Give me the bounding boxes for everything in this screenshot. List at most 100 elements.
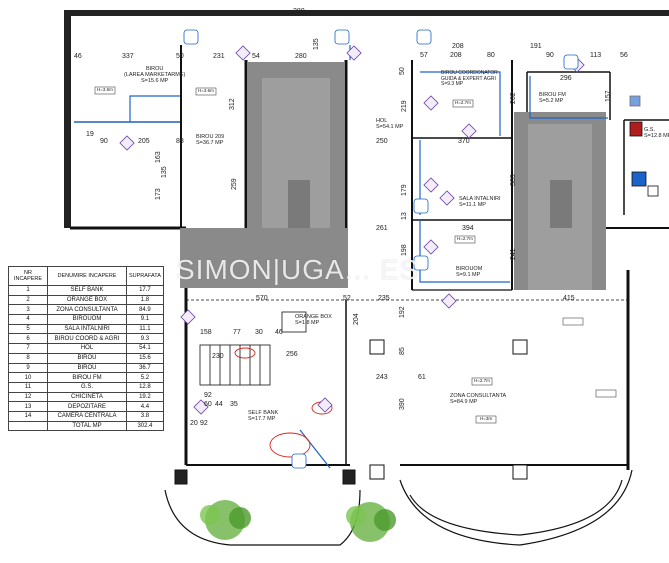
table-cell-nr: 7 bbox=[8, 343, 48, 354]
svg-text:46: 46 bbox=[275, 329, 283, 336]
svg-text:88: 88 bbox=[176, 138, 184, 145]
room-label-7: HOL S=54.1 MP bbox=[376, 118, 404, 130]
svg-text:173: 173 bbox=[155, 188, 162, 200]
room-label-11: G.S. S=12.8 MP bbox=[644, 127, 669, 139]
svg-text:61: 61 bbox=[418, 374, 426, 381]
table-total-row: TOTAL MP 302.4 bbox=[8, 420, 164, 432]
table-cell-name: SELF BANK bbox=[47, 285, 127, 296]
table-cell-area: 19.2 bbox=[126, 391, 164, 403]
table-cell-area: 15.6 bbox=[126, 352, 164, 364]
area-table: NR INCAPERE DENUMIRE INCAPERE SUPRAFATA … bbox=[8, 266, 164, 432]
table-cell-area: 9.3 bbox=[126, 333, 164, 345]
table-cell-area: 9.1 bbox=[126, 314, 164, 325]
svg-text:235: 235 bbox=[378, 295, 390, 302]
table-cell-area: 3.8 bbox=[126, 410, 164, 422]
svg-text:231: 231 bbox=[213, 53, 225, 60]
table-cell-area: 12.8 bbox=[126, 381, 164, 393]
svg-text:370: 370 bbox=[458, 138, 470, 145]
table-total-label: TOTAL MP bbox=[47, 420, 127, 432]
svg-text:157: 157 bbox=[605, 90, 612, 102]
table-cell-name: BIROU bbox=[47, 352, 127, 364]
table-cell-name: CAMERA CENTRALA bbox=[47, 410, 127, 422]
table-header-area: SUPRAFATA bbox=[126, 266, 164, 286]
svg-text:57: 57 bbox=[420, 52, 428, 59]
svg-text:280: 280 bbox=[295, 53, 307, 60]
svg-text:50: 50 bbox=[176, 53, 184, 60]
table-cell-area: 11.1 bbox=[126, 323, 164, 335]
round-tags bbox=[183, 29, 579, 469]
table-cell-nr: 3 bbox=[8, 304, 48, 316]
table-cell-area: 84.9 bbox=[126, 304, 164, 316]
table-cell-name: SALA INTALNIRI bbox=[47, 323, 127, 335]
svg-text:135: 135 bbox=[313, 38, 320, 50]
svg-text:30: 30 bbox=[255, 329, 263, 336]
table-total-empty bbox=[8, 420, 48, 432]
table-cell-name: BIROU FM bbox=[47, 372, 127, 383]
svg-text:13: 13 bbox=[401, 212, 408, 220]
gs-fixtures bbox=[629, 95, 659, 197]
svg-text:208: 208 bbox=[452, 43, 464, 50]
watermark: SIMON|UGA... ES bbox=[176, 254, 420, 285]
stair-core-right bbox=[514, 112, 606, 290]
svg-text:90: 90 bbox=[100, 138, 108, 145]
height-tag: H=2.7m bbox=[474, 378, 490, 383]
table-cell-nr: 10 bbox=[8, 372, 48, 383]
svg-text:205: 205 bbox=[138, 138, 150, 145]
svg-text:280: 280 bbox=[293, 8, 305, 15]
height-tags bbox=[94, 86, 617, 424]
svg-text:204: 204 bbox=[353, 313, 360, 325]
table-cell-nr: 1 bbox=[8, 285, 48, 296]
room-label-6: BIROU COORDONATOR GUIDA & EXPERT AGRI S=… bbox=[441, 70, 498, 87]
table-cell-nr: 11 bbox=[8, 381, 48, 393]
height-tag: H=2.7m bbox=[455, 100, 471, 105]
svg-text:60: 60 bbox=[204, 401, 212, 408]
svg-text:19: 19 bbox=[86, 131, 94, 138]
svg-text:337: 337 bbox=[122, 53, 134, 60]
table-cell-nr: 5 bbox=[8, 323, 48, 335]
svg-text:191: 191 bbox=[530, 43, 542, 50]
svg-text:394: 394 bbox=[462, 225, 474, 232]
room-label-9: BIROU 209 S=36.7 MP bbox=[196, 134, 225, 146]
svg-text:303: 303 bbox=[510, 174, 517, 186]
svg-text:219: 219 bbox=[401, 100, 408, 112]
table-cell-name: G.S. bbox=[47, 381, 127, 393]
table-header-row: NR INCAPERE DENUMIRE INCAPERE SUPRAFATA bbox=[8, 266, 164, 286]
stair-core-left bbox=[180, 62, 348, 288]
svg-text:44: 44 bbox=[215, 401, 223, 408]
svg-text:163: 163 bbox=[155, 151, 162, 163]
table-total-value: 302.4 bbox=[126, 420, 164, 432]
svg-text:312: 312 bbox=[229, 98, 236, 110]
svg-text:85: 85 bbox=[399, 347, 406, 355]
svg-text:135: 135 bbox=[161, 166, 168, 178]
svg-text:262: 262 bbox=[510, 92, 517, 104]
svg-text:54: 54 bbox=[252, 53, 260, 60]
room-label-10: BIROU FM S=5.2 MP bbox=[539, 92, 566, 104]
table-cell-name: HOL bbox=[47, 343, 127, 354]
svg-text:92: 92 bbox=[200, 420, 208, 427]
table-cell-nr: 14 bbox=[8, 410, 48, 422]
table-cell-name: CHICINETA bbox=[47, 391, 127, 403]
table-cell-nr: 12 bbox=[8, 391, 48, 403]
table-cell-name: DEPOZITARE bbox=[47, 401, 127, 412]
svg-text:179: 179 bbox=[401, 184, 408, 196]
svg-text:56: 56 bbox=[620, 52, 628, 59]
trees bbox=[200, 500, 396, 542]
svg-text:52: 52 bbox=[343, 295, 351, 302]
svg-text:296: 296 bbox=[560, 75, 572, 82]
room-label-4: BIROUOM S=9.1 MP bbox=[456, 266, 483, 278]
table-cell-name: ORANGE BOX bbox=[47, 294, 127, 306]
svg-text:46: 46 bbox=[74, 53, 82, 60]
svg-text:90: 90 bbox=[546, 52, 554, 59]
table-cell-nr: 4 bbox=[8, 314, 48, 325]
